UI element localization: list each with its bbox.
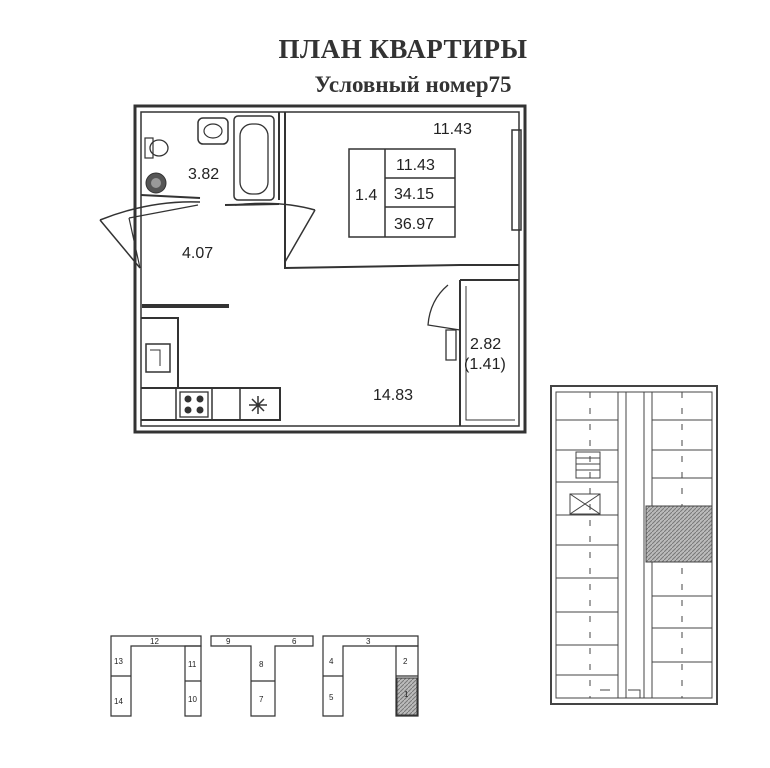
area-summary-table — [348, 148, 456, 238]
plan-title: ПЛАН КВАРТИРЫ — [278, 34, 528, 64]
living-area-label: 11.43 — [433, 121, 472, 138]
section-number: 3 — [366, 637, 371, 646]
hallway-area-label: 4.07 — [182, 245, 213, 262]
total-with-balcony-value: 36.97 — [394, 216, 434, 233]
section-number: 2 — [403, 657, 408, 666]
rooms-count-label: 1.4 — [355, 187, 377, 204]
section-number: 7 — [259, 695, 264, 704]
section-number: 10 — [188, 695, 197, 704]
section-number: 11 — [188, 660, 197, 669]
bathroom-area-label: 3.82 — [188, 166, 219, 183]
section-number-highlighted: 1 — [404, 690, 409, 699]
apartment-plan — [99, 104, 527, 434]
section-key — [110, 635, 419, 717]
section-number: 6 — [292, 637, 297, 646]
section-number: 9 — [226, 637, 231, 646]
balcony-area-label: 2.82 — [470, 336, 501, 353]
section-key-highlight — [396, 677, 418, 716]
total-area-value: 34.15 — [394, 186, 434, 203]
section-number: 4 — [329, 657, 334, 666]
section-number: 5 — [329, 693, 334, 702]
section-number: 8 — [259, 660, 264, 669]
section-number: 14 — [114, 697, 123, 706]
section-number: 13 — [114, 657, 123, 666]
vent-icon — [249, 396, 267, 414]
balcony-reduced-label: (1.41) — [464, 356, 506, 373]
highlighted-apartment — [645, 505, 713, 563]
section-number: 12 — [150, 637, 159, 646]
living-area-value: 11.43 — [396, 157, 435, 174]
kitchen-area-label: 14.83 — [373, 387, 413, 404]
stove-icon — [179, 391, 209, 418]
apartment-number: Условный номер75 — [314, 72, 512, 97]
